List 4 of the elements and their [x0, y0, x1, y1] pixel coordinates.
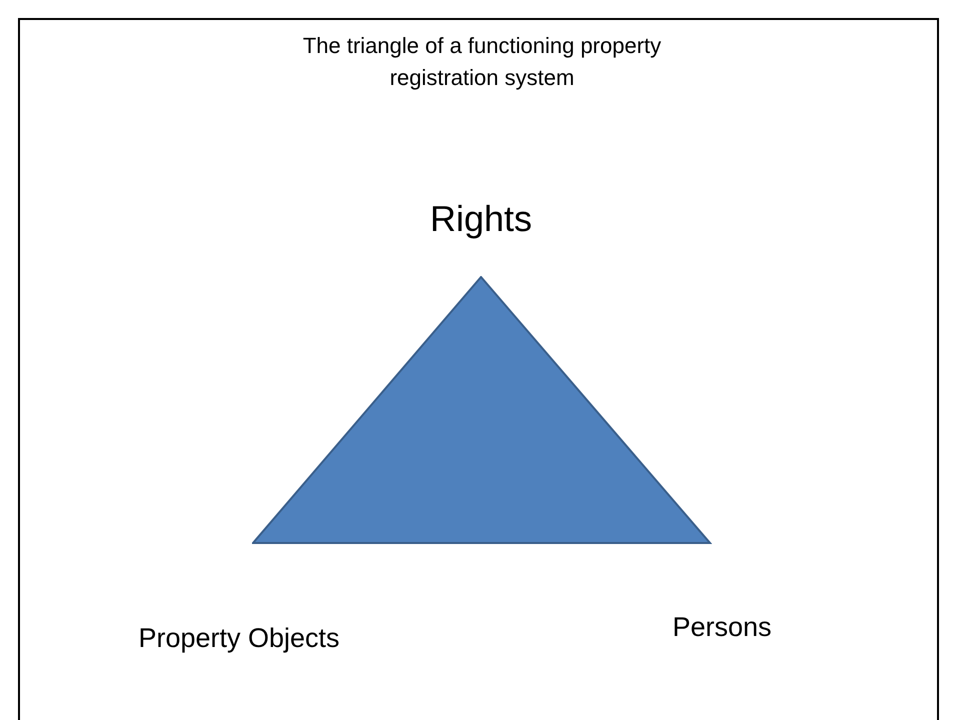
vertex-label: Persons — [672, 612, 772, 643]
title: The triangle of a functioning property registration system — [302, 32, 662, 92]
vertex-label: Property Objects — [138, 623, 340, 654]
vertex-label: Rights — [430, 198, 532, 240]
